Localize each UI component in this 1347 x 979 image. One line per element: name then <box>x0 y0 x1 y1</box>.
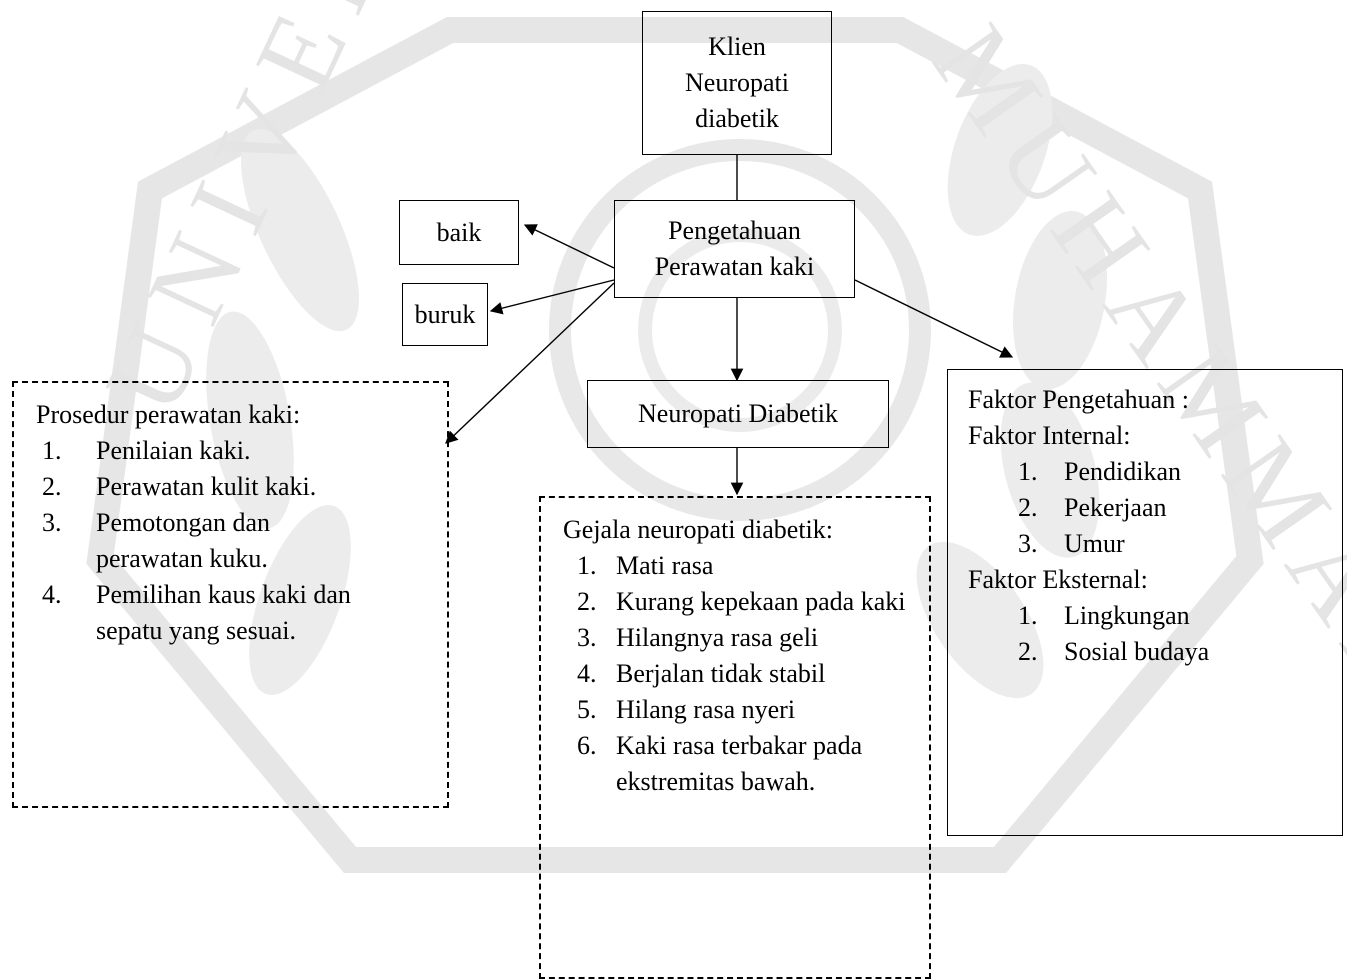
item-number: 4. <box>577 659 597 688</box>
item-text: Mati rasa <box>616 551 714 580</box>
good-node: baik <box>399 200 519 265</box>
factors-box: Faktor Pengetahuan : Faktor Internal: 1.… <box>947 369 1343 836</box>
arrow-to-baik <box>523 224 615 269</box>
procedure-item: 4. Pemilihan kaus kaki dan sepatu yang se… <box>36 577 435 649</box>
symptom-item: 4. Berjalan tidak stabil <box>563 656 917 692</box>
good-label: baik <box>436 217 482 247</box>
item-text: Hilang rasa nyeri <box>616 695 796 724</box>
item-number: 6. <box>577 731 597 760</box>
item-number: 1. <box>1018 457 1038 486</box>
arrow-to-factors <box>854 279 1014 358</box>
external-factors-list: 1. Lingkungan 2. Sosial budaya <box>968 598 1330 670</box>
item-text: Pendidikan <box>1064 457 1181 486</box>
symptom-item: 5. Hilang rasa nyeri <box>563 692 917 728</box>
client-node: Klien Neuropati diabetik <box>642 11 832 155</box>
symptom-item: 3. Hilangnya rasa geli <box>563 620 917 656</box>
symptom-item: 1. Mati rasa <box>563 548 917 584</box>
symptoms-title: Gejala neuropati diabetik: <box>563 515 834 544</box>
knowledge-line-2: Perawatan kaki <box>654 252 815 281</box>
item-number: 2. <box>1018 493 1038 522</box>
client-line-3: diabetik <box>695 104 779 133</box>
item-number: 5. <box>577 695 597 724</box>
procedure-box: Prosedur perawatan kaki: 1. Penilaian kak… <box>12 381 449 808</box>
item-text: Pekerjaan <box>1064 493 1167 522</box>
factor-item: 2. Sosial budaya <box>968 634 1330 670</box>
client-line-1: Klien <box>708 32 766 61</box>
symptom-item: 6. Kaki rasa terbakar pada ekstremitas ba… <box>563 728 917 800</box>
client-line-2: Neuropati <box>685 68 789 97</box>
item-text: Kurang kepekaan pada kaki <box>616 587 906 616</box>
neuropathy-label: Neuropati Diabetik <box>638 399 838 428</box>
procedure-item: 3. Pemotongan dan perawatan kuku. <box>36 505 435 577</box>
factor-item: 3. Umur <box>968 526 1330 562</box>
bad-label: buruk <box>414 299 476 329</box>
factors-title: Faktor Pengetahuan : <box>968 385 1189 414</box>
symptom-item: 2. Kurang kepekaan pada kaki <box>563 584 917 620</box>
item-number: 2. <box>42 472 62 501</box>
knowledge-line-1: Pengetahuan <box>668 216 801 245</box>
procedure-list: 1. Penilaian kaki. 2. Perawatan kulit kaki… <box>36 433 435 649</box>
item-text: Lingkungan <box>1064 601 1190 630</box>
item-text: Kaki rasa terbakar pada ekstremitas bawa… <box>616 731 863 796</box>
symptoms-box: Gejala neuropati diabetik: 1. Mati rasa 2… <box>539 496 931 979</box>
internal-factors-title: Faktor Internal: <box>968 421 1131 450</box>
item-text: Hilangnya rasa geli <box>616 623 819 652</box>
factor-item: 1. Pendidikan <box>968 454 1330 490</box>
item-number: 2. <box>577 587 597 616</box>
item-number: 1. <box>577 551 597 580</box>
procedure-title: Prosedur perawatan kaki: <box>36 400 301 429</box>
item-text: Perawatan kulit kaki. <box>96 472 317 501</box>
symptoms-list: 1.Mati rasa 2.Kurang kepekaan pada kaki … <box>563 548 917 800</box>
item-number: 3. <box>577 623 597 652</box>
item-text: Pemilihan kaus kaki dan sepatu yang sesu… <box>96 580 351 645</box>
arrow-to-procedure <box>445 282 615 444</box>
item-number: 1. <box>42 436 62 465</box>
item-text: Penilaian kaki. <box>96 436 251 465</box>
item-text: Pemotongan dan perawatan kuku. <box>96 508 271 573</box>
item-number: 3. <box>42 508 62 537</box>
item-text: Sosial budaya <box>1064 637 1210 666</box>
internal-factors-list: 1. Pendidikan 2. Pekerjaan 3. Umur <box>968 454 1330 562</box>
neuropathy-node: Neuropati Diabetik <box>587 380 889 448</box>
procedure-item: 2. Perawatan kulit kaki. <box>36 469 435 505</box>
external-factors-title: Faktor Eksternal: <box>968 565 1148 594</box>
item-number: 4. <box>42 580 62 609</box>
bad-node: buruk <box>402 283 488 346</box>
item-number: 2. <box>1018 637 1038 666</box>
arrow-to-buruk <box>489 279 615 315</box>
factor-item: 1. Lingkungan <box>968 598 1330 634</box>
item-text: Berjalan tidak stabil <box>616 659 826 688</box>
factor-item: 2. Pekerjaan <box>968 490 1330 526</box>
item-number: 3. <box>1018 529 1038 558</box>
procedure-item: 1. Penilaian kaki. <box>36 433 435 469</box>
item-number: 1. <box>1018 601 1038 630</box>
item-text: Umur <box>1064 529 1125 558</box>
knowledge-node: Pengetahuan Perawatan kaki <box>614 200 855 298</box>
